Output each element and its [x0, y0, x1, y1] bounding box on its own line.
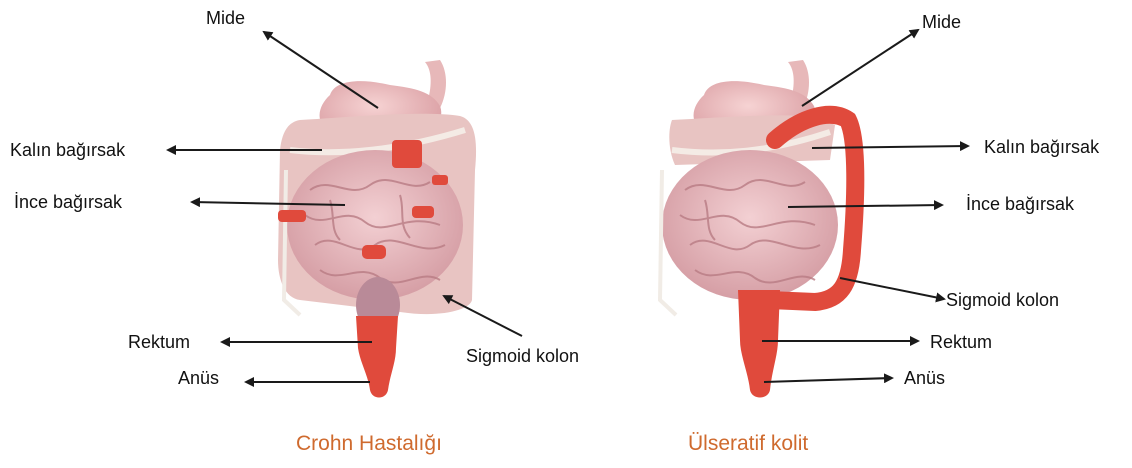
label-anus-left: Anüs — [178, 368, 219, 388]
label-large-intestine-left: Kalın bağırsak — [10, 140, 125, 160]
label-sigmoid-right: Sigmoid kolon — [946, 290, 1059, 310]
uc-illustration — [660, 60, 855, 398]
label-large-intestine-right: Kalın bağırsak — [984, 137, 1099, 157]
label-small-intestine-left: İnce bağırsak — [14, 192, 122, 212]
label-rectum-left: Rektum — [128, 332, 190, 352]
caption-crohn: Crohn Hastalığı — [296, 432, 442, 456]
label-stomach-right: Mide — [922, 12, 961, 32]
caption-ulcerative-colitis: Ülseratif kolit — [688, 432, 808, 456]
label-small-intestine-right: İnce bağırsak — [966, 194, 1074, 214]
label-sigmoid-left: Sigmoid kolon — [466, 346, 579, 366]
crohn-illustration — [278, 60, 476, 398]
label-rectum-right: Rektum — [930, 332, 992, 352]
label-stomach-left: Mide — [206, 8, 245, 28]
right-arrows — [762, 30, 968, 382]
label-anus-right: Anüs — [904, 368, 945, 388]
rectum-shape — [356, 316, 398, 398]
